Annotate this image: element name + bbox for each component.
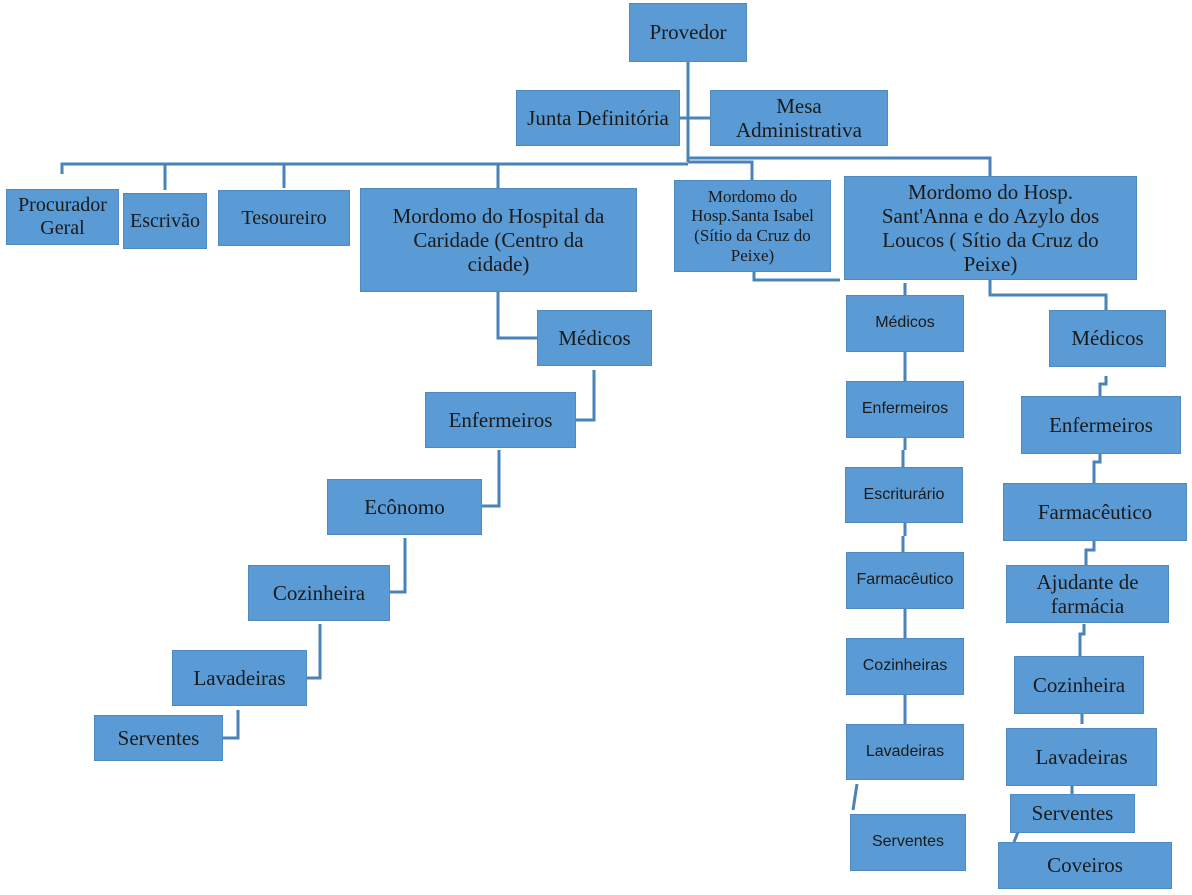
santanna-serventes-label: Serventes bbox=[1031, 801, 1114, 826]
caridade-serventes-box[interactable]: Serventes bbox=[94, 715, 223, 761]
santa-isabel-enfermeiros-label: Enfermeiros bbox=[861, 400, 949, 418]
caridade-economo-box[interactable]: Ecônomo bbox=[327, 479, 482, 535]
santa-isabel-farmaceutico-label: Farmacêutico bbox=[856, 571, 954, 589]
tesoureiro-box[interactable]: Tesoureiro bbox=[218, 190, 350, 246]
procurador-geral-box[interactable]: Procurador Geral bbox=[6, 189, 119, 245]
escrivao-label: Escrivão bbox=[130, 209, 200, 232]
mordomo-santanna-box[interactable]: Mordomo do Hosp. Sant'Anna e do Azylo do… bbox=[844, 176, 1137, 280]
tesoureiro-label: Tesoureiro bbox=[241, 206, 327, 229]
mordomo-caridade-label: Mordomo do Hospital da Caridade (Centro … bbox=[392, 203, 605, 277]
santanna-medicos-box[interactable]: Médicos bbox=[1049, 310, 1166, 367]
mordomo-santanna-label: Mordomo do Hosp. Sant'Anna e do Azylo do… bbox=[881, 179, 1100, 277]
santanna-farmaceutico-label: Farmacêutico bbox=[1037, 499, 1153, 524]
caridade-lavadeiras-label: Lavadeiras bbox=[193, 665, 286, 690]
santa-isabel-escriturario-label: Escriturário bbox=[863, 485, 945, 503]
provedor-label: Provedor bbox=[649, 20, 727, 45]
connector-sa-4 bbox=[1078, 624, 1086, 656]
santa-isabel-farmaceutico-box[interactable]: Farmacêutico bbox=[846, 552, 964, 609]
connector-si-2 bbox=[901, 438, 907, 467]
santanna-cozinheira-label: Cozinheira bbox=[1032, 672, 1126, 697]
provedor-box[interactable]: Provedor bbox=[629, 3, 747, 62]
mesa-administrativa-box[interactable]: Mesa Administrativa bbox=[710, 90, 888, 146]
connector-car-lavadeiras bbox=[307, 624, 322, 680]
caridade-serventes-label: Serventes bbox=[117, 725, 200, 750]
caridade-medicos-label: Médicos bbox=[558, 325, 631, 350]
santanna-farmaceutico-box[interactable]: Farmacêutico bbox=[1003, 483, 1187, 541]
caridade-economo-label: Ecônomo bbox=[364, 494, 445, 519]
connector-santa-isabel-bottom bbox=[752, 272, 840, 282]
mordomo-caridade-box[interactable]: Mordomo do Hospital da Caridade (Centro … bbox=[360, 188, 637, 292]
connector-si-3 bbox=[901, 523, 907, 552]
santa-isabel-lavadeiras-label: Lavadeiras bbox=[865, 742, 945, 760]
connector-car-cozinheira bbox=[390, 538, 407, 594]
caridade-cozinheira-label: Cozinheira bbox=[272, 580, 366, 605]
santa-isabel-serventes-label: Serventes bbox=[871, 833, 945, 851]
santa-isabel-escriturario-box[interactable]: Escriturário bbox=[845, 467, 963, 523]
caridade-medicos-box[interactable]: Médicos bbox=[537, 310, 652, 366]
connector-sa-7 bbox=[1012, 831, 1020, 843]
connector-branch-bar bbox=[60, 162, 688, 174]
junta-definitoria-box[interactable]: Junta Definitória bbox=[516, 90, 680, 146]
caridade-lavadeiras-box[interactable]: Lavadeiras bbox=[172, 650, 307, 706]
connector-car-medicos bbox=[496, 292, 537, 340]
santa-isabel-medicos-label: Médicos bbox=[875, 314, 935, 332]
santanna-lavadeiras-label: Lavadeiras bbox=[1035, 744, 1128, 769]
santanna-coveiros-label: Coveiros bbox=[1047, 853, 1123, 878]
santa-isabel-cozinheiras-label: Cozinheiras bbox=[862, 657, 948, 675]
santanna-enfermeiros-box[interactable]: Enfermeiros bbox=[1021, 396, 1181, 454]
connector-sa-1 bbox=[1098, 376, 1108, 396]
escrivao-box[interactable]: Escrivão bbox=[123, 193, 207, 249]
santanna-ajudante-farmacia-box[interactable]: Ajudante de farmácia bbox=[1006, 565, 1169, 623]
santa-isabel-serventes-box[interactable]: Serventes bbox=[850, 814, 966, 871]
connector-si-6 bbox=[851, 783, 859, 811]
caridade-cozinheira-box[interactable]: Cozinheira bbox=[248, 565, 390, 621]
connector-santa-isabel bbox=[688, 160, 754, 180]
santanna-ajudante-farmacia-label: Ajudante de farmácia bbox=[1036, 569, 1139, 618]
santa-isabel-enfermeiros-box[interactable]: Enfermeiros bbox=[846, 381, 964, 438]
santanna-enfermeiros-label: Enfermeiros bbox=[1049, 412, 1153, 437]
procurador-geral-label: Procurador Geral bbox=[18, 194, 107, 239]
mordomo-santa-isabel-box[interactable]: Mordomo do Hosp.Santa Isabel (Sítio da C… bbox=[674, 180, 831, 272]
mesa-administrativa-label: Mesa Administrativa bbox=[736, 93, 862, 142]
mordomo-santa-isabel-label: Mordomo do Hosp.Santa Isabel (Sítio da C… bbox=[691, 186, 814, 265]
santa-isabel-medicos-box[interactable]: Médicos bbox=[846, 295, 964, 352]
junta-definitoria-label: Junta Definitória bbox=[527, 105, 669, 130]
caridade-enfermeiros-box[interactable]: Enfermeiros bbox=[425, 392, 576, 448]
santanna-cozinheira-box[interactable]: Cozinheira bbox=[1014, 656, 1144, 714]
santanna-coveiros-box[interactable]: Coveiros bbox=[998, 842, 1172, 889]
connector-car-economo bbox=[482, 450, 501, 508]
santanna-lavadeiras-box[interactable]: Lavadeiras bbox=[1006, 728, 1157, 786]
connector-santanna bbox=[688, 156, 992, 176]
connector-car-enfermeiros bbox=[576, 370, 596, 422]
connector-sa-medicos bbox=[988, 280, 1108, 310]
santanna-serventes-box[interactable]: Serventes bbox=[1010, 794, 1135, 833]
connector-sa-2 bbox=[1092, 454, 1102, 483]
connector-sa-3 bbox=[1084, 541, 1096, 565]
santa-isabel-lavadeiras-box[interactable]: Lavadeiras bbox=[846, 724, 964, 780]
caridade-enfermeiros-label: Enfermeiros bbox=[448, 407, 553, 432]
santanna-medicos-label: Médicos bbox=[1071, 326, 1144, 351]
connector-car-serventes bbox=[223, 710, 240, 740]
santa-isabel-cozinheiras-box[interactable]: Cozinheiras bbox=[846, 638, 964, 695]
